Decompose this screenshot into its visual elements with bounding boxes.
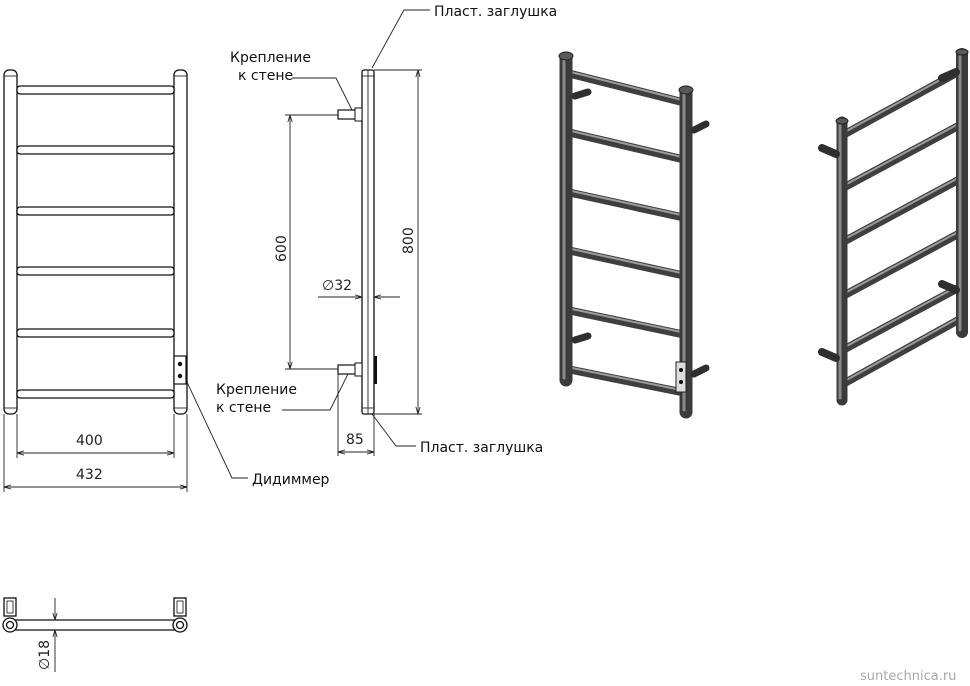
wall-mount-top-label: к стене: [238, 68, 293, 84]
iso2-bars: [839, 66, 966, 388]
dim-wall-offset: 85: [346, 432, 364, 448]
top-view: [2, 597, 188, 672]
wall-mount-bottom-label: Крепление: [216, 382, 297, 398]
wall-mount-top-label: Крепление: [230, 50, 311, 66]
iso-view-2: [818, 48, 969, 406]
wall-mount-bottom-label: к стене: [216, 400, 271, 416]
front-bar: [16, 266, 175, 276]
watermark: suntechnica.ru: [860, 669, 956, 684]
front-bars: [16, 85, 175, 399]
dimmer-label: Дидиммер: [252, 472, 330, 488]
front-view: [3, 69, 248, 492]
front-bar: [16, 389, 175, 399]
front-bar: [16, 328, 175, 338]
front-right-tube: [173, 69, 188, 415]
dimmer-box: [173, 355, 187, 385]
dim-inner-width: 400: [76, 433, 103, 449]
plastic-cap-top-label: Пласт. заглушка: [434, 4, 557, 20]
dim-height: 800: [401, 227, 417, 254]
front-bar: [16, 85, 175, 95]
iso1-bars: [563, 69, 690, 397]
dim-bar-diameter: ∅18: [37, 640, 53, 670]
dim-mount-spacing: 600: [274, 235, 290, 262]
front-bar: [16, 145, 175, 155]
plastic-cap-bottom-label: Пласт. заглушка: [420, 440, 543, 456]
iso-view-1: [558, 51, 710, 419]
side-view: [282, 9, 430, 456]
dim-outer-width: 432: [76, 467, 103, 483]
front-bar: [16, 206, 175, 216]
dim-tube-diameter: ∅32: [322, 278, 352, 294]
front-left-tube: [3, 69, 18, 415]
